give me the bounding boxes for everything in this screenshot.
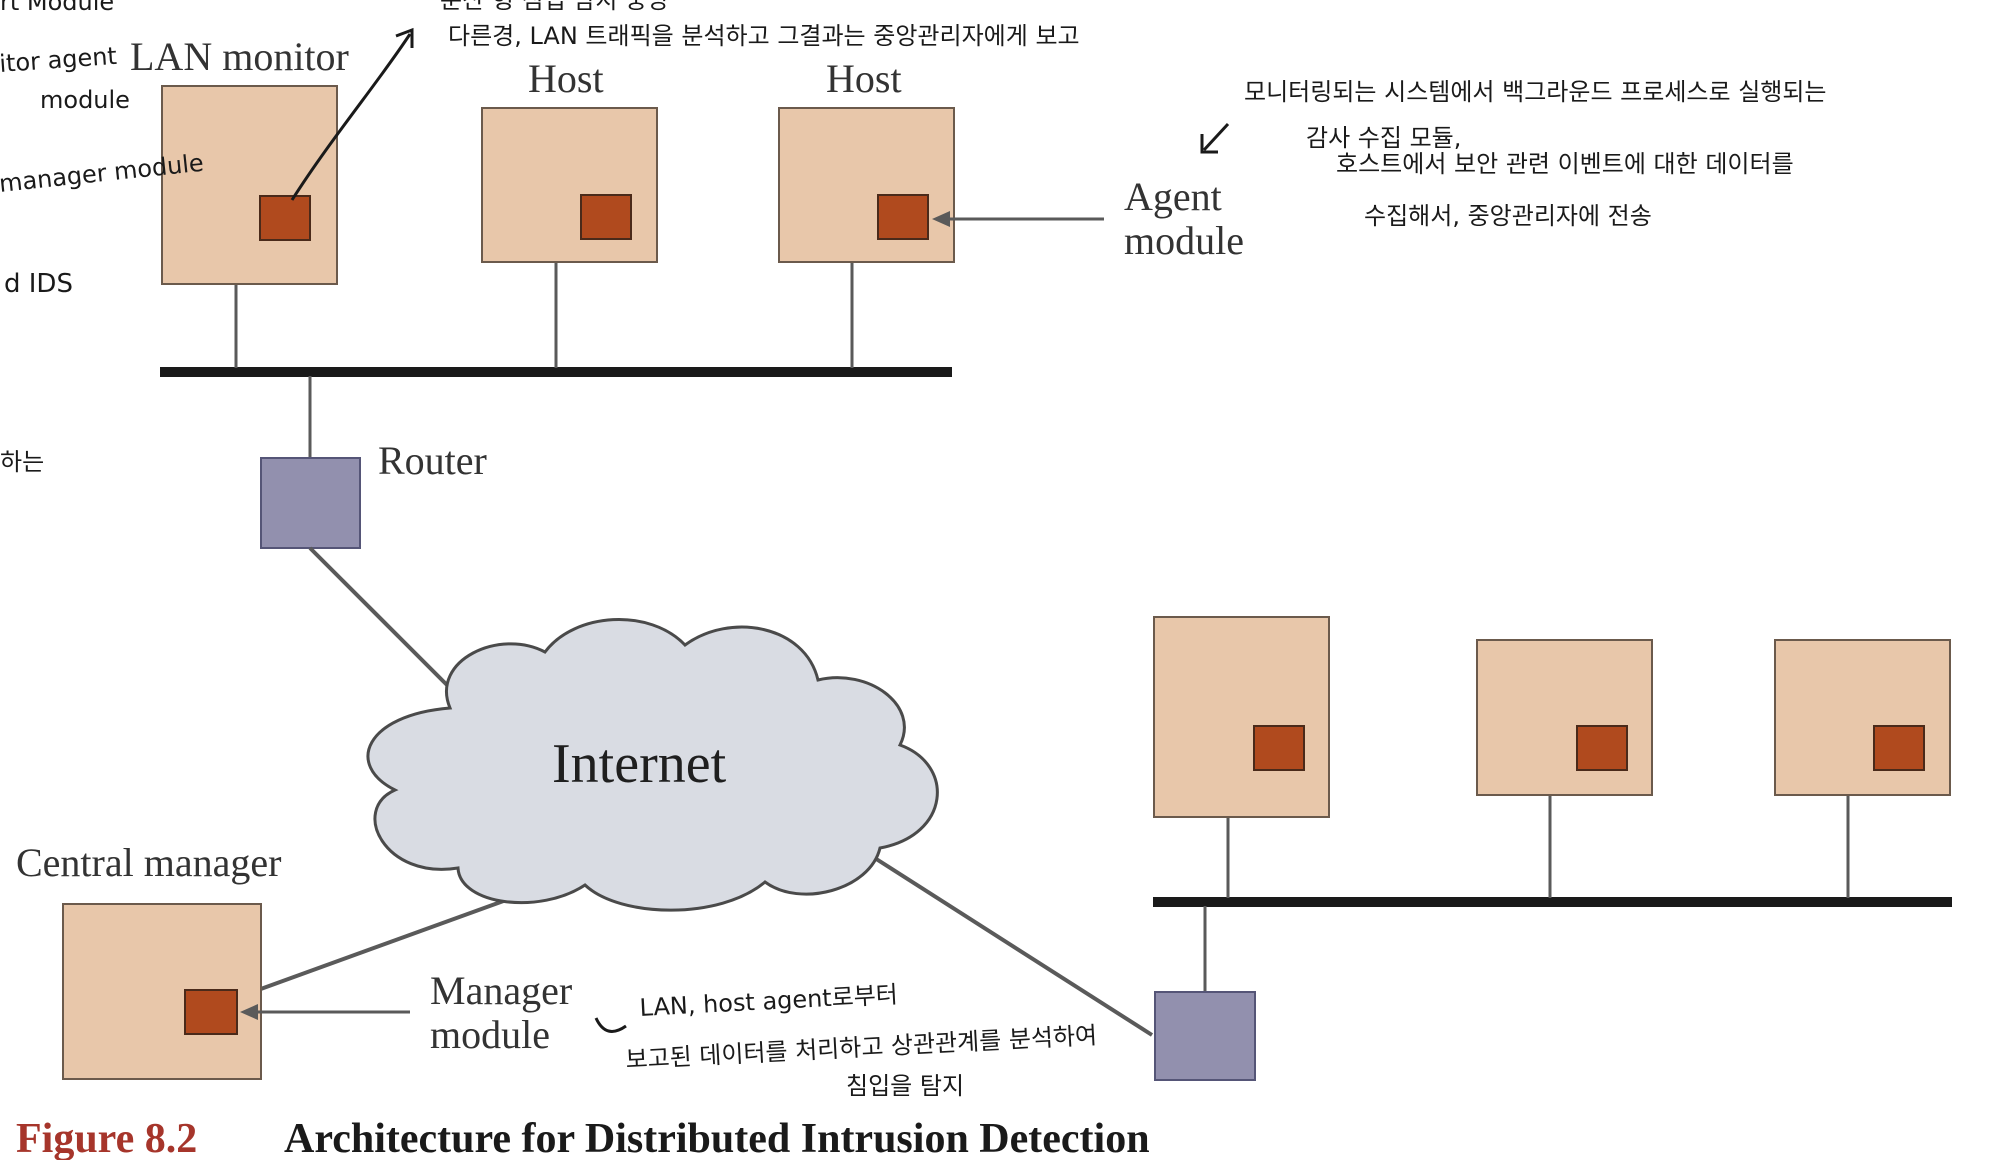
- handwritten-note: 하는: [0, 448, 44, 476]
- router-box: [260, 457, 361, 549]
- agent-module-label: Agent: [1124, 174, 1222, 219]
- internet-cloud: [366, 618, 939, 912]
- handwritten-note: 다른경, LAN 트래픽을 분석하고 그결과는 중앙관리자에게 보고: [448, 22, 1080, 50]
- figure-number: Figure 8.2: [16, 1116, 197, 1160]
- link-router-internet: [308, 546, 454, 692]
- annotation-arrow: [290, 33, 412, 201]
- link-internet-manager: [257, 893, 521, 992]
- host-label: Host: [528, 56, 604, 101]
- manager-module-label: Manager: [430, 968, 572, 1013]
- handwritten-note: d IDS: [4, 269, 73, 299]
- arrowhead-icon: [240, 1004, 258, 1020]
- handwritten-note: 모니터링되는 시스템에서 백그라운드 프로세스로 실행되는: [1244, 78, 1827, 106]
- handwritten-note: itor agent: [0, 42, 118, 78]
- handwritten-note: 보고된 데이터를 처리하고 상관관계를 분석하여: [625, 1021, 1098, 1074]
- router-label: Router: [378, 438, 487, 483]
- central-manager-label: Central manager: [16, 840, 281, 885]
- arrowhead-icon: [932, 211, 950, 227]
- figure-title: Architecture for Distributed Intrusion D…: [284, 1116, 1150, 1160]
- internet-label: Internet: [552, 733, 727, 795]
- host-box: [1153, 616, 1330, 818]
- lan-monitor-label: LAN monitor: [130, 34, 349, 79]
- agent-module-icon: [259, 195, 311, 241]
- agent-module-icon: [580, 194, 632, 240]
- agent-module-icon: [1576, 725, 1628, 771]
- central-manager-group: Central manager Manager module: [16, 840, 572, 1080]
- annotation-arrow: [1202, 122, 1230, 152]
- router-box: [1154, 991, 1256, 1081]
- host-box: [1774, 639, 1951, 796]
- annotation-hook: [594, 1017, 627, 1033]
- figure-caption: Figure 8.2 Architecture for Distributed …: [16, 1116, 1150, 1160]
- agent-module-label: module: [1124, 218, 1244, 263]
- top-router-group: Router: [260, 376, 487, 549]
- handwritten-note: 수집해서, 중앙관리자에 전송: [1364, 202, 1652, 230]
- link-internet-right-router: [868, 853, 1154, 1037]
- handwritten-note: 침입을 탐지: [846, 1072, 964, 1100]
- handwritten-note: rt Module: [0, 0, 114, 16]
- remote-lan: [1153, 616, 1952, 1081]
- top-lan: LAN monitor Host Host Agent module: [130, 34, 1244, 377]
- handwritten-note: LAN, host agent로부터: [639, 980, 899, 1021]
- manager-module-label: module: [430, 1012, 550, 1057]
- handwritten-note: 분산 형 침입 탐지 중앙: [440, 0, 669, 14]
- manager-module-icon: [184, 989, 238, 1035]
- host-label: Host: [826, 56, 902, 101]
- arrowhead-icon: [395, 27, 414, 48]
- agent-module-icon: [1873, 725, 1925, 771]
- lan-monitor-box: [161, 85, 338, 285]
- agent-module-icon: [1253, 725, 1305, 771]
- handwritten-note: 감사 수집 모듈,: [1306, 124, 1461, 152]
- agent-module-icon: [877, 194, 929, 240]
- internet-cloud-group: Internet: [257, 546, 1154, 1037]
- arrowhead-icon: [1200, 134, 1218, 154]
- handwritten-note: 호스트에서 보안 관련 이벤트에 대한 데이터를: [1336, 150, 1794, 178]
- host-box: [1476, 639, 1653, 796]
- handwritten-note: module: [40, 86, 130, 114]
